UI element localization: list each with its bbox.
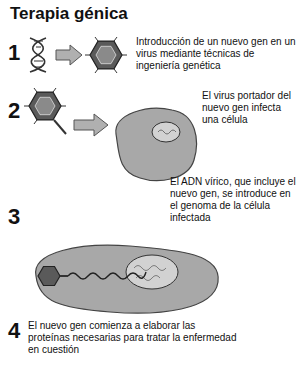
step-text: El nuevo gen comienza a elaborar las pro…: [28, 320, 238, 356]
spike: [114, 69, 117, 73]
cell: [36, 245, 219, 313]
spike: [24, 106, 29, 107]
spike: [114, 37, 117, 41]
dna-strand: [30, 38, 46, 72]
step-number: 2: [8, 98, 20, 124]
step-text: Introducción de un nuevo gen en un virus…: [136, 36, 296, 72]
spike: [85, 55, 90, 56]
dna-rung: [36, 47, 41, 48]
spike: [61, 106, 66, 107]
virus-spikes: [24, 88, 66, 124]
virus: [24, 88, 66, 134]
chromatin: [158, 130, 176, 134]
title: Terapia génica: [10, 4, 128, 24]
step-text: El ADN vírico, que incluye el nuevo gen,…: [170, 176, 296, 224]
virus-capsid: [90, 41, 122, 69]
step-number: 1: [8, 40, 20, 66]
dna-helix: [30, 38, 46, 72]
cell-nucleus: [126, 255, 178, 289]
dna-rung: [34, 41, 43, 42]
spike: [95, 69, 98, 73]
virus-spikes: [85, 37, 127, 73]
viral-dna: [68, 272, 146, 279]
spike: [53, 88, 56, 92]
dna-rung: [35, 67, 42, 68]
virus: [38, 267, 68, 286]
virus-core: [96, 46, 116, 63]
spike: [34, 120, 37, 124]
virus-tail: [54, 120, 66, 134]
spike: [95, 37, 98, 41]
step-text: El virus portador del nuevo gen infecta …: [202, 90, 296, 126]
virus-capsid: [29, 92, 61, 120]
virus-tail: [60, 275, 68, 277]
spike: [122, 55, 127, 56]
cell: [116, 108, 197, 180]
dna-rung: [34, 61, 43, 62]
process-arrow: [74, 114, 108, 136]
step-number: 3: [8, 204, 20, 230]
step-number: 4: [8, 318, 20, 344]
spike: [34, 88, 37, 92]
virus: [85, 37, 127, 73]
chromatin: [134, 266, 166, 281]
dna-strand: [30, 38, 46, 72]
process-arrow: [56, 45, 82, 65]
cell-nucleus: [152, 122, 180, 142]
virus-core: [35, 97, 55, 114]
virus-capsid: [38, 267, 60, 286]
